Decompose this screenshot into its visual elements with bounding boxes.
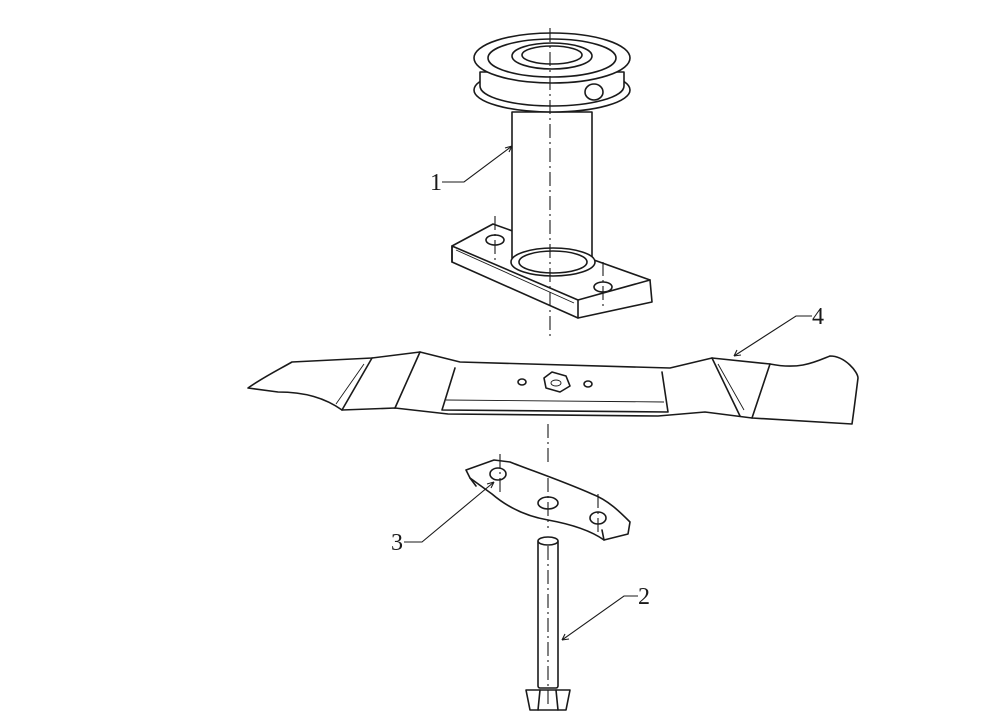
callout-2: 2 [561,584,650,641]
callout-label-4: 4 [812,304,824,330]
blade-bolt [525,536,571,711]
callout-3: 3 [391,481,495,556]
callout-label-2: 2 [638,584,650,610]
spindle-housing [451,28,653,340]
callout-4: 4 [733,304,824,357]
callout-label-1: 1 [430,170,442,196]
mower-blade [247,351,859,466]
blade-holder [465,454,631,541]
callout-1: 1 [430,145,513,196]
callout-label-3: 3 [391,530,403,556]
